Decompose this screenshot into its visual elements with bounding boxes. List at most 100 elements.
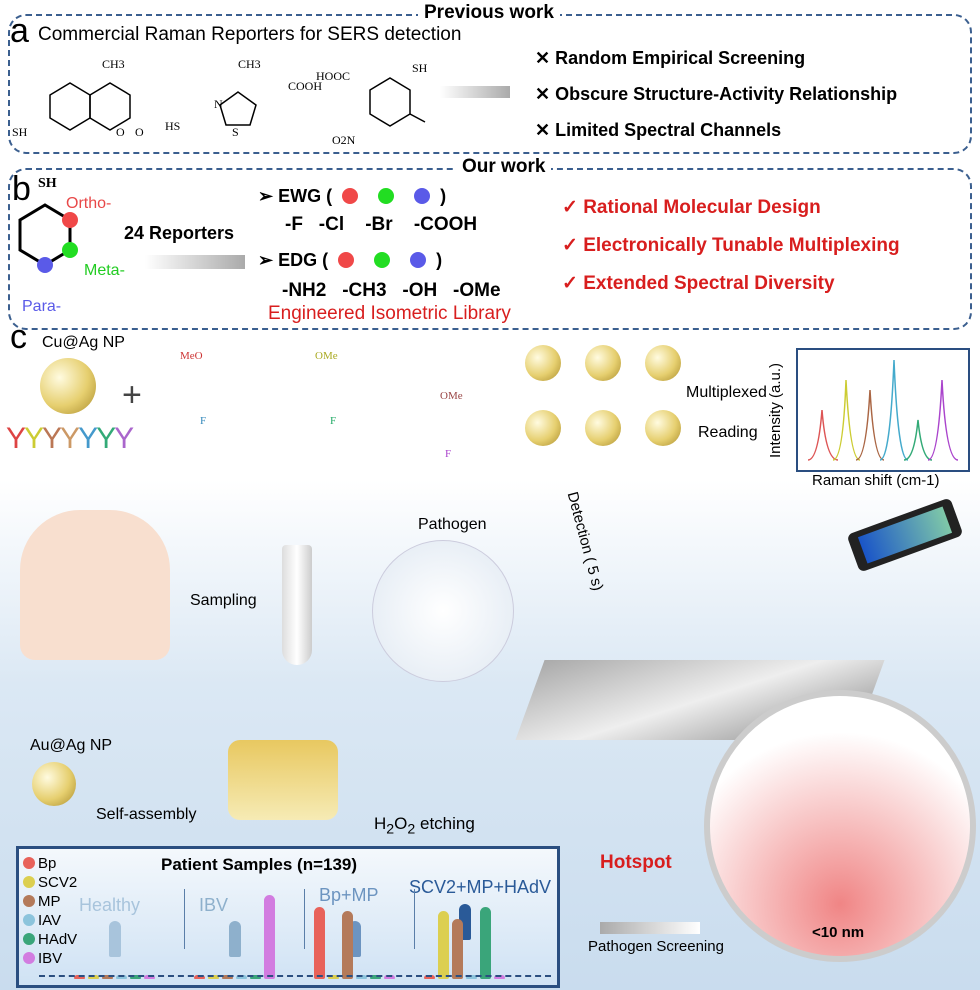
legend-item: HAdV — [23, 931, 77, 948]
para-label: Para- — [22, 298, 62, 315]
bar — [144, 975, 155, 979]
reading-label: Reading — [698, 424, 758, 441]
spectrum-xlabel: Raman shift (cm-1) — [812, 472, 940, 489]
bar — [236, 975, 247, 979]
drawback-1: ✕ Random Empirical Screening — [535, 48, 806, 68]
bar — [466, 975, 477, 979]
reporter-label: F — [330, 415, 337, 427]
bar — [342, 911, 353, 979]
legend-swatch — [23, 876, 35, 888]
legend-swatch — [23, 895, 35, 907]
legend-item: Bp — [23, 855, 56, 872]
cuag-np-label: Cu@Ag NP — [42, 334, 125, 351]
group-divider — [184, 889, 185, 949]
gap-label: <10 nm — [812, 924, 865, 941]
hotspot-label: Hotspot — [600, 852, 672, 873]
legend-swatch — [23, 933, 35, 945]
reporter-molecules: MeO OMe OMe F F F — [160, 350, 470, 460]
nanoprobe-array — [520, 340, 690, 460]
group-label: Bp+MP — [319, 885, 379, 905]
mol2-cooh: COOH — [288, 79, 322, 93]
assembly-dish — [228, 740, 338, 820]
panel-b-letter: b — [12, 170, 31, 208]
spectrum-ylabel: Intensity (a.u.) — [767, 362, 785, 459]
mol3-sh: SH — [412, 61, 428, 75]
legend-item: SCV2 — [23, 874, 77, 891]
bar — [102, 975, 113, 979]
bar — [328, 975, 339, 979]
screening-arrow — [600, 922, 700, 934]
raman-spectrum — [807, 359, 959, 461]
panel-a-title: Commercial Raman Reporters for SERS dete… — [38, 24, 462, 45]
drawback-2: ✕ Obscure Structure-Activity Relationshi… — [535, 84, 898, 104]
reporter-label: OMe — [315, 350, 338, 362]
person-icon — [229, 921, 241, 957]
mol1-o-ring: O — [116, 125, 125, 139]
library-label: Engineered Isometric Library — [268, 303, 511, 324]
commercial-reporter-structures: CH3 SH O O CH3 COOH N S HS HOOC SH O2N — [12, 57, 428, 147]
group-divider — [414, 889, 415, 949]
bar — [480, 907, 491, 979]
legend-label: MP — [38, 893, 61, 910]
magnifier-lens — [704, 690, 976, 962]
arrow-to-library — [145, 255, 245, 269]
thiophenol-ring — [18, 203, 78, 273]
advantage-2: ✓ Electronically Tunable Multiplexing — [562, 235, 900, 256]
advantage-1: ✓ Rational Molecular Design — [562, 197, 821, 218]
self-assembly-label: Self-assembly — [96, 806, 197, 823]
mol3-o2n: O2N — [332, 133, 356, 147]
legend-label: IBV — [38, 950, 63, 967]
bar — [494, 975, 505, 979]
group-label: Healthy — [79, 895, 141, 915]
sh-label: SH — [38, 176, 57, 191]
mol1-ch3: CH3 — [102, 57, 125, 71]
bar — [250, 975, 261, 979]
ewg-row: ➢ EWG () — [258, 186, 447, 206]
person-icon — [109, 921, 121, 957]
legend-label: SCV2 — [38, 874, 78, 891]
pathogen-label: Pathogen — [418, 516, 487, 533]
bar — [370, 975, 381, 979]
auag-np-label: Au@Ag NP — [30, 737, 113, 754]
bar — [74, 975, 85, 979]
legend-swatch — [23, 914, 35, 926]
group-divider — [304, 889, 305, 949]
panel-a-header: Previous work — [418, 2, 560, 24]
plus-sign: + — [122, 376, 142, 414]
sampling-label: Sampling — [190, 592, 257, 609]
pathogen-circle — [372, 540, 514, 682]
bar — [314, 907, 325, 979]
legend-item: MP — [23, 893, 61, 910]
edg-groups: -NH2 -CH3 -OH -OMe — [282, 280, 501, 301]
mol2-hs: HS — [165, 119, 180, 133]
bar — [438, 911, 449, 979]
arrow-to-drawbacks — [440, 86, 510, 98]
etching-label: H2O2 etching — [374, 814, 475, 838]
legend-swatch — [23, 952, 35, 964]
multiplexed-label: Multiplexed — [686, 384, 767, 401]
panel-c-letter: c — [10, 318, 27, 356]
bar — [424, 975, 435, 979]
reporters-count: 24 Reporters — [124, 223, 235, 243]
bar — [130, 975, 141, 979]
mol2-ch3: CH3 — [238, 57, 261, 71]
antibodies: YYYYYYY — [6, 422, 134, 455]
auag-nanoparticle — [32, 762, 76, 806]
spectrum-box — [796, 348, 970, 472]
bar — [264, 895, 275, 979]
legend-label: Bp — [38, 855, 57, 872]
mol2-s: S — [232, 125, 239, 139]
chart-title: Patient Samples (n=139) — [161, 855, 358, 874]
mol2-n: N — [214, 97, 223, 111]
legend-label: HAdV — [38, 931, 78, 948]
bar — [116, 975, 127, 979]
mol3-hooc: HOOC — [316, 69, 350, 83]
mol1-sh: SH — [12, 125, 28, 139]
baseline — [39, 975, 551, 977]
screening-label: Pathogen Screening — [588, 938, 724, 955]
ewg-groups: -F -Cl -Br -COOH — [285, 214, 478, 235]
sample-tube — [282, 545, 312, 665]
drawback-3: ✕ Limited Spectral Channels — [535, 120, 782, 140]
group-label: SCV2+MP+HAdV — [409, 877, 552, 897]
